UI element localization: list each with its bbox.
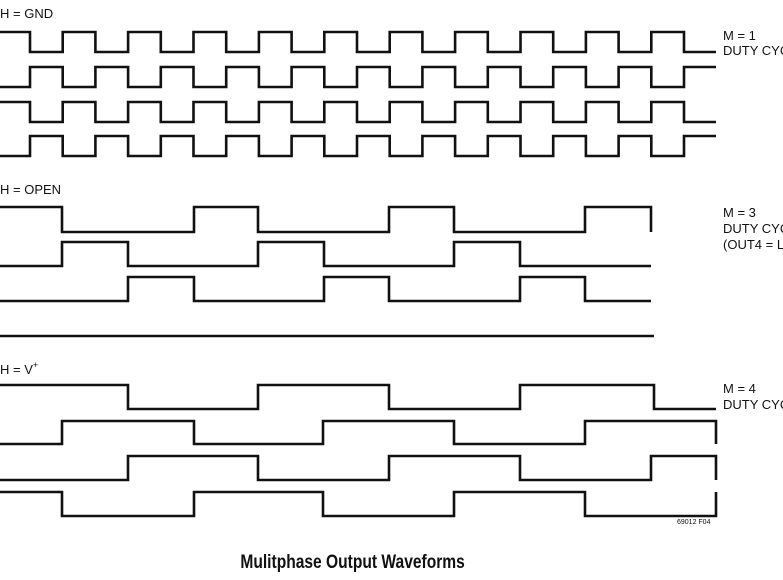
section-1-mode-label: M = 1	[723, 28, 756, 43]
waveform-s1-out3	[0, 100, 716, 124]
waveform-s3-out2	[0, 419, 718, 446]
waveform-s2-out1	[0, 205, 653, 234]
waveform-s1-out2	[0, 65, 716, 89]
waveform-s1-out4	[0, 134, 716, 158]
waveform-group	[0, 30, 718, 518]
section-3-duty-label: DUTY CYC	[723, 397, 783, 412]
section-2-pin-label: H = OPEN	[0, 182, 61, 197]
section-2-duty-label: DUTY CYC	[723, 221, 783, 236]
section-1-duty-label: DUTY CYC	[723, 43, 783, 58]
section-3-mode-label: M = 4	[723, 381, 756, 396]
waveform-s3-out3	[0, 454, 718, 482]
section-2-mode-label: M = 3	[723, 205, 756, 220]
section-2-note-label: (OUT4 = L	[723, 237, 783, 252]
waveform-s2-out3	[0, 275, 651, 303]
figure-caption: Mulitphase Output Waveforms	[240, 552, 465, 573]
waveform-s3-out1	[0, 383, 716, 411]
waveform-s3-out4	[0, 490, 718, 518]
waveform-s1-out1	[0, 30, 716, 54]
figure-id: 69012 F04	[677, 519, 711, 526]
section-3-pin-label: H = V+	[0, 360, 38, 377]
section-1-pin-label: H = GND	[0, 6, 53, 21]
waveform-s2-out2	[0, 240, 651, 268]
